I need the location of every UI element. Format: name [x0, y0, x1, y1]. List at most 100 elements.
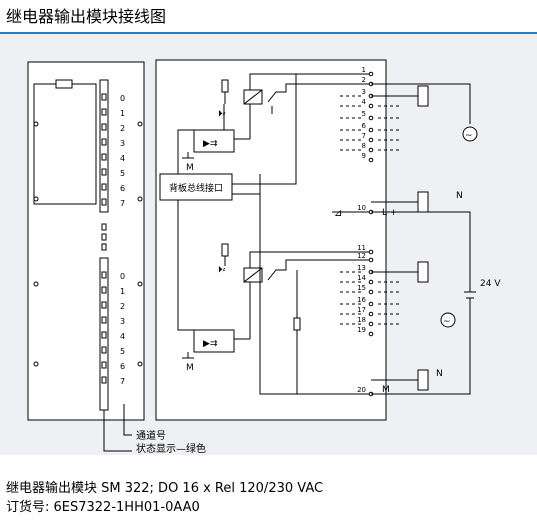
status-led-top-symbol: ⏵⸗ — [218, 109, 226, 119]
status-led — [101, 198, 107, 206]
supply-24v-return — [371, 298, 471, 395]
resistor-mid — [293, 317, 301, 331]
channel-number: 4 — [120, 154, 125, 163]
wiring-box — [155, 59, 387, 421]
status-led — [101, 138, 107, 146]
status-led — [101, 286, 107, 294]
terminal-point — [368, 103, 374, 109]
relay-bottom-contact — [267, 259, 371, 281]
ac-source-bottom-symbol: ~ — [443, 317, 451, 327]
relay-top-contact — [267, 83, 371, 103]
status-led — [101, 123, 107, 131]
terminal-point — [368, 321, 374, 327]
supply-24v-wire — [371, 211, 471, 292]
terminal-point — [368, 289, 374, 295]
terminal-label: 3 — [362, 88, 366, 96]
channel-number: 1 — [120, 109, 125, 118]
status-led — [101, 183, 107, 191]
load-top-1 — [417, 85, 429, 107]
status-led — [101, 301, 107, 309]
terminal-label: 6 — [362, 122, 367, 130]
terminal-label: 4 — [362, 98, 367, 106]
channel-number: 4 — [120, 332, 125, 341]
terminal-label: 8 — [362, 142, 366, 150]
terminal-label: 14 — [357, 274, 366, 282]
legend-status-label: 状态显示—绿色 — [136, 442, 206, 455]
status-led — [101, 168, 107, 176]
terminal-point — [368, 127, 374, 133]
bus-wire-e — [260, 74, 297, 185]
load-bottom-1 — [417, 261, 429, 283]
terminal-point — [368, 249, 374, 255]
terminal-label: 17 — [357, 306, 366, 314]
channel-number: 6 — [120, 362, 125, 371]
status-leds — [101, 93, 107, 384]
relay-bottom-feed — [249, 251, 371, 268]
bus-interface-box — [159, 173, 233, 201]
ground-label-top: M — [186, 163, 194, 173]
terminal-label: 16 — [357, 296, 366, 304]
terminal-point — [368, 115, 374, 121]
terminal-label: 18 — [357, 316, 366, 324]
channel-number: 7 — [120, 377, 125, 386]
bus-wire-b — [259, 174, 371, 395]
relay-top-feed — [249, 73, 371, 90]
ac-source-top — [462, 126, 478, 142]
module-front-outline — [27, 61, 145, 421]
relay-coil-bottom-diag — [243, 267, 263, 283]
ground-label-bottom: M — [186, 363, 194, 373]
led-strip-top — [99, 79, 109, 213]
channel-number: 0 — [120, 94, 125, 103]
legend-leader-status — [103, 410, 132, 452]
terminal-label: 15 — [357, 284, 366, 292]
channel-number: 3 — [120, 317, 125, 326]
status-led — [101, 271, 107, 279]
bus-interface-label: 背板总线接口 — [169, 182, 223, 194]
status-led — [101, 346, 107, 354]
terminal-label: 10 — [357, 204, 366, 212]
left-mount-marks — [33, 121, 143, 367]
relay-coil-top-diag — [243, 89, 263, 105]
module-fuse-symbol — [55, 79, 73, 89]
resistor-bottom — [221, 243, 229, 257]
status-led — [101, 153, 107, 161]
status-led-bottom-symbol: ⏵⸗ — [218, 265, 226, 275]
ac-source-bottom — [440, 312, 456, 328]
load-top-2 — [417, 191, 429, 213]
channel-number: 5 — [120, 169, 125, 178]
caption-line-1: 继电器输出模块 SM 322; DO 16 x Rel 120/230 VAC — [6, 481, 324, 496]
channel-number: 5 — [120, 347, 125, 356]
ac-source-top-symbol: ~ — [465, 131, 473, 141]
status-led — [101, 331, 107, 339]
n-label-top: N — [456, 191, 463, 201]
terminal-label: 13 — [357, 264, 366, 272]
status-led — [101, 376, 107, 384]
optocoupler-bottom-symbol: ▶⇉ — [203, 339, 218, 349]
channel-number: 6 — [120, 184, 125, 193]
terminal-point — [368, 331, 374, 337]
terminal-label: 12 — [357, 252, 366, 260]
load-top-common — [371, 83, 471, 124]
opto-bottom-wire — [177, 200, 194, 331]
status-led — [101, 361, 107, 369]
legend-channel-label: 通道号 — [136, 429, 166, 442]
m-terminal-label: M — [382, 385, 390, 395]
resistor-top — [221, 79, 229, 93]
channel-number: 2 — [120, 124, 125, 133]
terminal-label: 1 — [362, 66, 366, 74]
terminal-label: 19 — [357, 326, 366, 334]
legend-leader-channel — [123, 404, 132, 436]
terminal-point — [368, 257, 374, 263]
terminal-label: 5 — [362, 110, 366, 118]
terminal-label: 9 — [362, 152, 366, 160]
status-led — [101, 223, 107, 231]
channel-number: 3 — [120, 139, 125, 148]
terminal-label: 20 — [357, 386, 366, 394]
channel-number: 0 — [120, 272, 125, 281]
status-led — [101, 316, 107, 324]
terminal-label: 11 — [357, 244, 366, 252]
l-plus-label: L + — [382, 208, 397, 218]
